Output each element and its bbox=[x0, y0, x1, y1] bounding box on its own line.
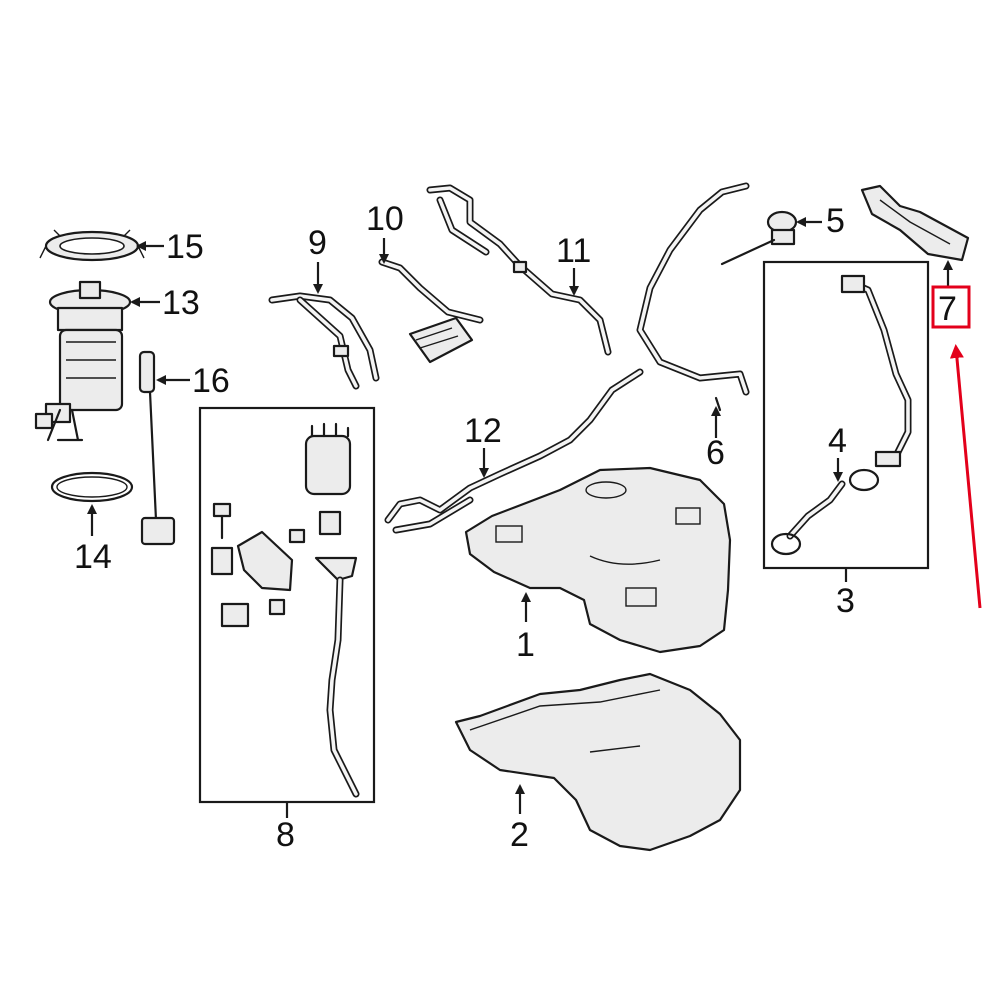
part-6-vapor-tube[interactable] bbox=[636, 182, 750, 412]
callout-15: 15 bbox=[166, 228, 204, 266]
part-1-fuel-tank[interactable] bbox=[464, 466, 732, 654]
callout-12: 12 bbox=[464, 412, 502, 450]
callout-5: 5 bbox=[826, 202, 845, 240]
callout-10: 10 bbox=[366, 200, 404, 238]
callout-6: 6 bbox=[706, 434, 725, 472]
callout-2: 2 bbox=[510, 816, 529, 854]
part-3-filler-pipe-group[interactable] bbox=[762, 260, 930, 570]
highlight-box-7 bbox=[931, 285, 971, 329]
callout-14: 14 bbox=[74, 538, 112, 576]
callout-16: 16 bbox=[192, 362, 230, 400]
part-8-pump-kit-group[interactable] bbox=[198, 406, 376, 804]
part-9-wiring-harness[interactable] bbox=[268, 292, 380, 390]
callout-8: 8 bbox=[276, 816, 295, 854]
part-7-heat-shield[interactable] bbox=[860, 184, 970, 262]
callout-9: 9 bbox=[308, 224, 327, 262]
callout-1: 1 bbox=[516, 626, 535, 664]
part-10-harness-module[interactable] bbox=[378, 258, 484, 364]
part-13-fuel-pump-module[interactable] bbox=[34, 280, 132, 442]
part-2-tank-shield[interactable] bbox=[454, 672, 742, 852]
callout-3: 3 bbox=[836, 582, 855, 620]
callout-11: 11 bbox=[556, 232, 591, 270]
callout-13: 13 bbox=[162, 284, 200, 322]
part-14-seal[interactable] bbox=[50, 471, 134, 503]
part-16-level-sender[interactable] bbox=[138, 350, 176, 546]
leader-lines bbox=[87, 217, 953, 818]
part-12-wiring-harness[interactable] bbox=[384, 368, 644, 534]
callout-7: 7 bbox=[938, 290, 957, 328]
part-15-lock-ring[interactable] bbox=[39, 229, 145, 262]
callout-4: 4 bbox=[828, 422, 847, 460]
part-4-hose[interactable] bbox=[770, 468, 880, 556]
highlight-arrow bbox=[949, 344, 982, 609]
callout-labels: 15 13 16 14 9 10 11 5 6 7 4 3 12 1 2 8 bbox=[74, 200, 957, 854]
part-5-vent-valve[interactable] bbox=[720, 210, 798, 266]
part-11-wiring-harness[interactable] bbox=[426, 184, 612, 356]
